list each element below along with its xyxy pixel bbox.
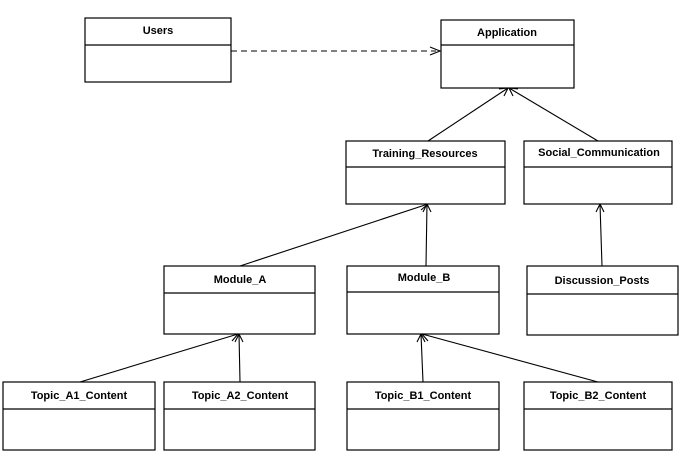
class-name-topic-a2-content: Topic_A2_Content bbox=[192, 390, 289, 402]
class-module-a[interactable]: Module_A bbox=[163, 265, 316, 335]
class-social-communication[interactable]: Social_Communication bbox=[523, 140, 673, 205]
class-users[interactable]: Users bbox=[84, 17, 232, 83]
edge-module-b-training bbox=[425, 203, 428, 267]
class-name-social-communication: Social_Communication bbox=[538, 147, 660, 159]
edge-topic-b2-module-b bbox=[421, 333, 599, 383]
class-discussion-posts[interactable]: Discussion_Posts bbox=[526, 265, 679, 336]
edge-topic-a1-module-a bbox=[79, 333, 239, 383]
class-name-topic-a1-content: Topic_A1_Content bbox=[31, 390, 128, 402]
class-name-module-a: Module_A bbox=[214, 274, 267, 286]
edge-topic-b1-module-b bbox=[420, 333, 424, 383]
class-topic-a2-content[interactable]: Topic_A2_Content bbox=[163, 381, 316, 451]
class-name-topic-b2-content: Topic_B2_Content bbox=[550, 390, 647, 402]
edge-social-application bbox=[508, 87, 599, 142]
class-name-discussion-posts: Discussion_Posts bbox=[555, 275, 650, 287]
class-module-b[interactable]: Module_B bbox=[346, 265, 500, 335]
edge-module-a-training bbox=[239, 203, 429, 267]
class-name-users: Users bbox=[143, 25, 174, 37]
class-training-resources[interactable]: Training_Resources bbox=[345, 140, 506, 205]
class-application[interactable]: Application bbox=[440, 19, 575, 89]
class-topic-a1-content[interactable]: Topic_A1_Content bbox=[2, 381, 156, 451]
arrowhead-users-application bbox=[429, 46, 442, 56]
edge-discussion-social bbox=[599, 203, 603, 267]
classes-layer: Users Application Training_Resources Soc… bbox=[2, 17, 679, 451]
class-topic-b1-content[interactable]: Topic_B1_Content bbox=[346, 381, 500, 451]
edge-training-application bbox=[427, 87, 509, 142]
class-name-training-resources: Training_Resources bbox=[372, 148, 477, 160]
class-topic-b2-content[interactable]: Topic_B2_Content bbox=[523, 381, 673, 451]
relations-layer bbox=[79, 46, 605, 383]
edge-topic-a2-module-a bbox=[238, 333, 241, 383]
class-name-module-b: Module_B bbox=[398, 272, 451, 284]
class-name-application: Application bbox=[477, 27, 537, 39]
class-name-topic-b1-content: Topic_B1_Content bbox=[375, 390, 472, 402]
